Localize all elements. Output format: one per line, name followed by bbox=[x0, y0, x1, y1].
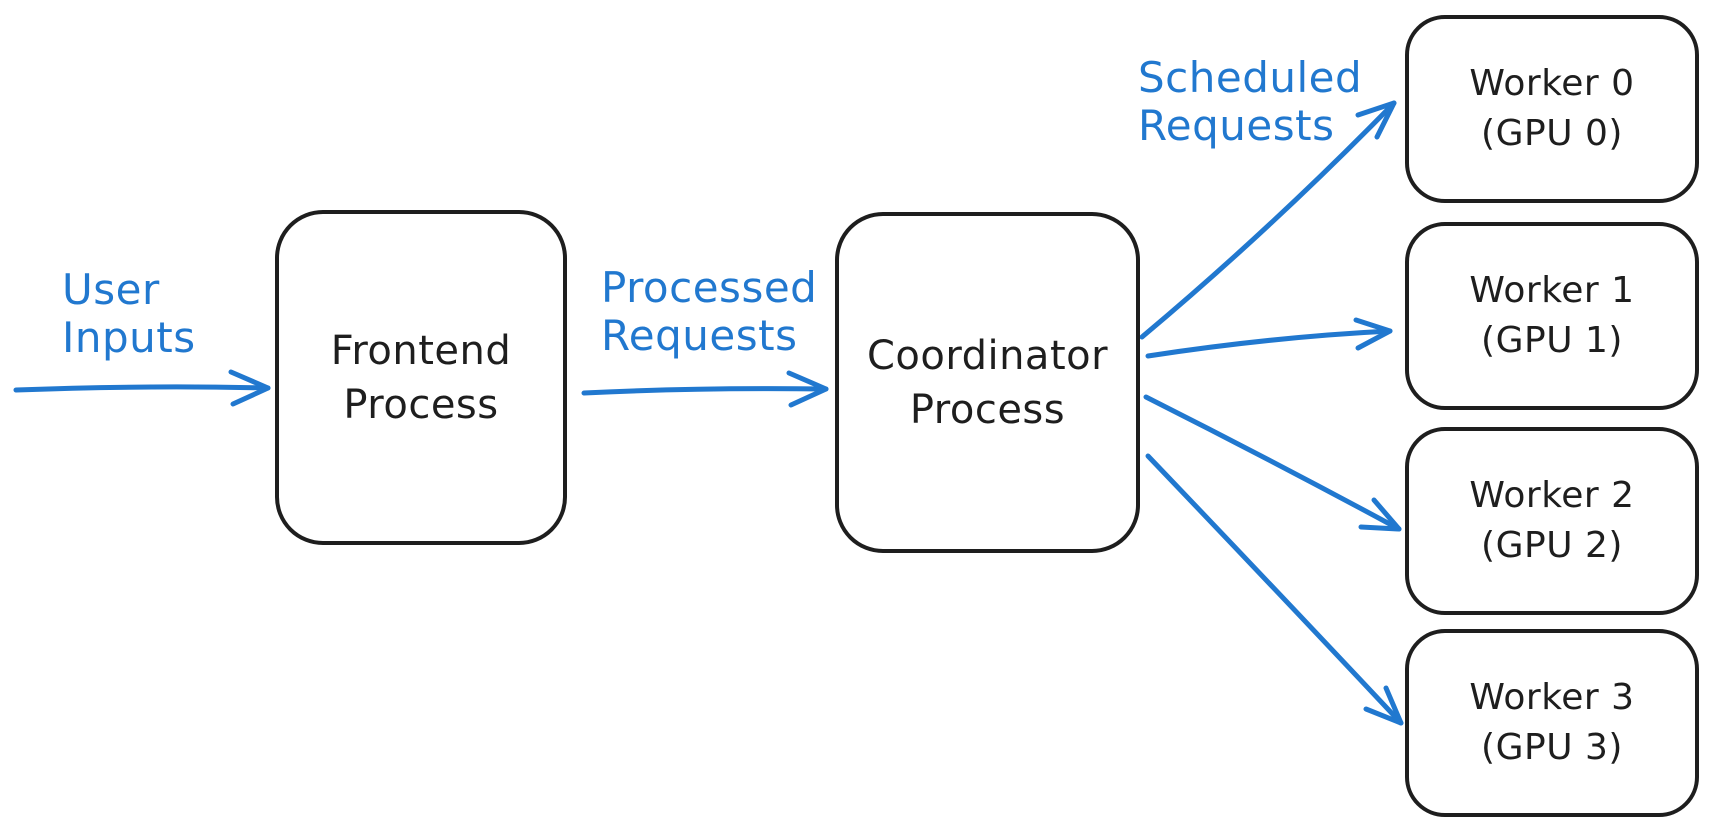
edge-label-line: Processed bbox=[601, 263, 818, 312]
edge-label-line: Inputs bbox=[62, 313, 196, 363]
arrow-head bbox=[1363, 685, 1404, 726]
worker-gpu: (GPU 0) bbox=[1481, 113, 1623, 154]
arrow-line bbox=[1145, 328, 1393, 359]
worker-name: Worker 0 bbox=[1469, 62, 1635, 104]
node-label-line: Process bbox=[343, 381, 499, 428]
scheduled-arrow-worker-2 bbox=[1143, 394, 1402, 532]
worker-name: Worker 1 bbox=[1469, 269, 1635, 311]
arrow-line bbox=[13, 384, 271, 393]
worker-0-node: Worker 0 (GPU 0) bbox=[1405, 15, 1699, 203]
arrow-line bbox=[581, 386, 829, 396]
arrow-head bbox=[786, 370, 829, 408]
arrows-group bbox=[13, 100, 1404, 726]
worker-2-node: Worker 2 (GPU 2) bbox=[1405, 427, 1699, 615]
user-inputs-label: User Inputs bbox=[62, 265, 196, 363]
arrow-head bbox=[1355, 100, 1397, 140]
processed-requests-arrow bbox=[581, 370, 829, 408]
arrow-head bbox=[228, 369, 271, 407]
coordinator-process-node: Coordinator Process bbox=[835, 212, 1140, 553]
worker-1-node: Worker 1 (GPU 1) bbox=[1405, 222, 1699, 410]
node-label-line: Frontend bbox=[330, 327, 512, 374]
worker-3-node: Worker 3 (GPU 3) bbox=[1405, 629, 1699, 817]
worker-gpu: (GPU 1) bbox=[1481, 320, 1623, 361]
worker-gpu: (GPU 2) bbox=[1481, 525, 1623, 566]
worker-name: Worker 3 bbox=[1469, 676, 1635, 718]
edge-label-line: User bbox=[62, 265, 160, 314]
node-label-line: Coordinator bbox=[866, 332, 1109, 379]
frontend-process-node: Frontend Process bbox=[275, 210, 567, 545]
arrow-head bbox=[1353, 317, 1393, 351]
arrow-line bbox=[1145, 453, 1404, 726]
scheduled-arrow-worker-1 bbox=[1145, 317, 1393, 359]
edge-label-line: Requests bbox=[1138, 101, 1335, 151]
edge-label-line: Requests bbox=[601, 311, 798, 361]
arrow-head bbox=[1358, 497, 1402, 532]
scheduled-requests-label: Scheduled Requests bbox=[1138, 53, 1363, 151]
node-label-line: Process bbox=[909, 386, 1066, 433]
processed-requests-label: Processed Requests bbox=[601, 263, 818, 361]
worker-name: Worker 2 bbox=[1469, 474, 1635, 516]
edge-label-line: Scheduled bbox=[1138, 53, 1363, 102]
user-inputs-arrow bbox=[13, 369, 271, 407]
worker-gpu: (GPU 3) bbox=[1481, 727, 1623, 768]
arrow-line bbox=[1143, 394, 1402, 532]
scheduled-arrow-worker-3 bbox=[1145, 453, 1404, 726]
